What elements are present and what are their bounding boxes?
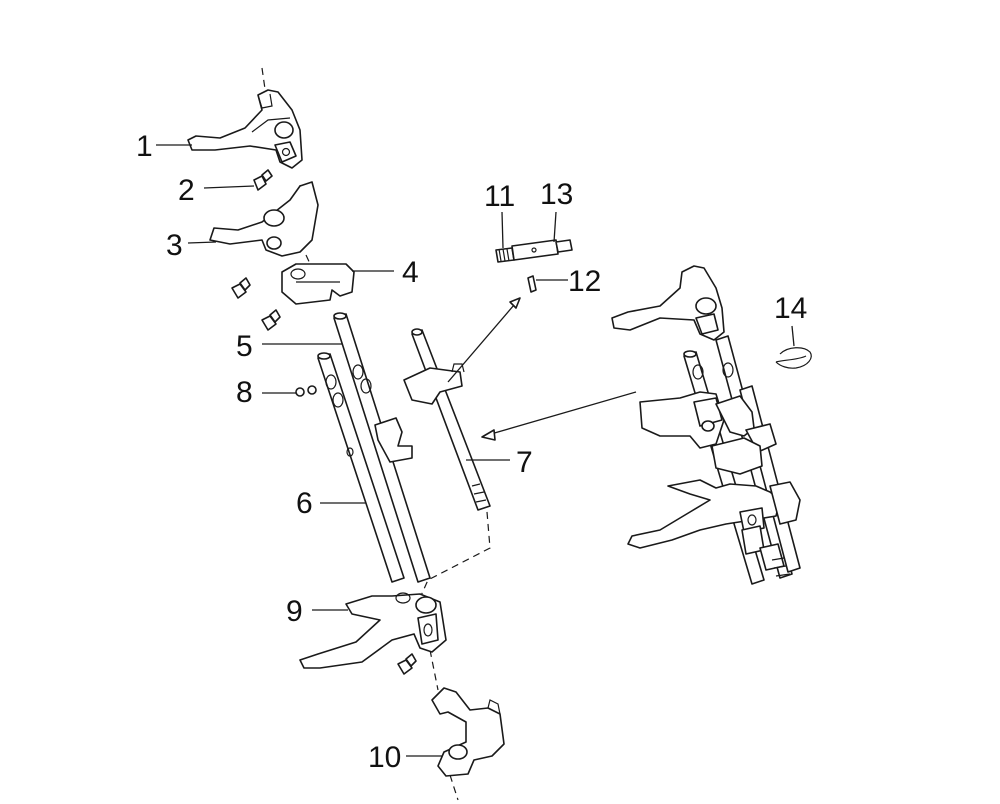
- leader-lines: [156, 144, 795, 757]
- shift-rod-6: [317, 352, 405, 583]
- callout-5: 5: [236, 330, 253, 363]
- callout-8: 8: [236, 376, 253, 409]
- leader-14: [791, 325, 795, 347]
- leader-11: [501, 211, 504, 249]
- callout-14: 14: [774, 292, 807, 325]
- arrow-to-shaft: [483, 391, 637, 437]
- callout-7: 7: [516, 446, 533, 479]
- callout-12: 12: [568, 265, 601, 298]
- arrow-to-pin: [447, 297, 521, 383]
- detent-balls-8: [295, 385, 317, 397]
- shift-shaft-7: [403, 328, 491, 511]
- bolt-2: [253, 169, 273, 191]
- bolt-fork-9: [397, 653, 417, 675]
- shift-fork-3: [209, 181, 319, 257]
- callout-4: 4: [402, 256, 419, 289]
- callout-11: 11: [484, 180, 515, 213]
- callouts: 1 2 3 4 5 6 7 8 9 10 11 12 13 14: [136, 130, 807, 774]
- arrow-head-shaft: [481, 429, 496, 441]
- callout-9: 9: [286, 595, 303, 628]
- shift-fork-9: [299, 592, 447, 669]
- leader-2: [203, 185, 255, 189]
- callout-3: 3: [166, 229, 183, 262]
- pin-13: [511, 239, 573, 261]
- collar-4: [281, 263, 355, 305]
- callout-2: 2: [178, 174, 195, 207]
- pin-12: [527, 275, 537, 293]
- assembled-view: [611, 265, 801, 585]
- leader-3: [187, 241, 217, 244]
- circlip-14: [775, 347, 812, 369]
- callout-6: 6: [296, 487, 313, 520]
- shift-fork-1: [187, 89, 303, 169]
- bolt-loose-b: [261, 309, 281, 331]
- leader-13: [553, 211, 557, 243]
- shift-rod-5: [333, 312, 431, 583]
- arrow-head-pin: [509, 297, 521, 309]
- callout-10: 10: [368, 741, 401, 774]
- callout-13: 13: [540, 178, 573, 211]
- callout-1: 1: [136, 130, 153, 163]
- shift-arm-10: [431, 687, 505, 777]
- spring-11: [495, 247, 515, 263]
- bolt-loose-a: [231, 277, 251, 299]
